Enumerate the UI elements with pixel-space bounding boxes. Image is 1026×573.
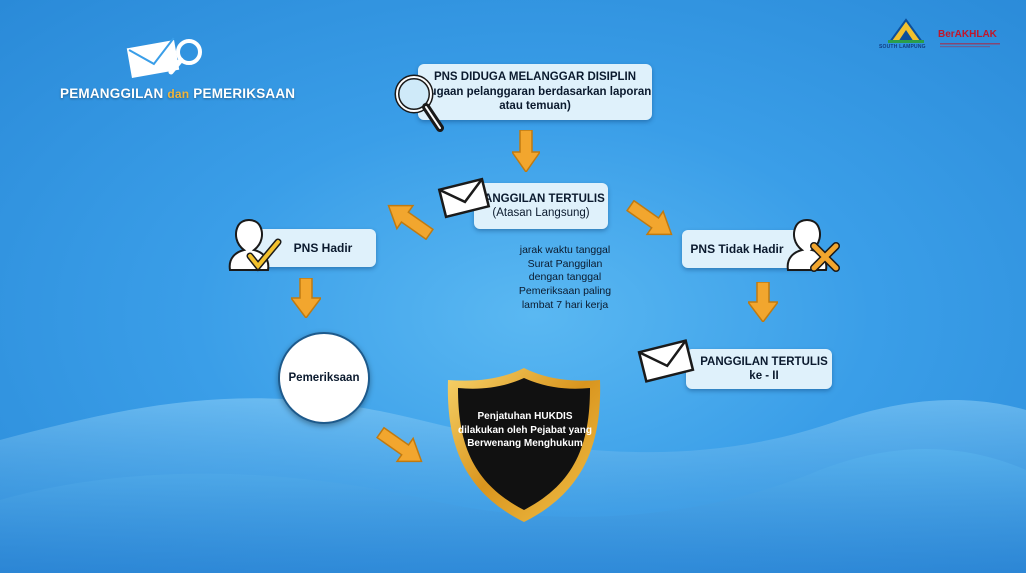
arrow-down-2: [291, 278, 321, 318]
person-check-icon: [228, 219, 282, 272]
time-limit-note: jarak waktu tanggal Surat Panggilan deng…: [518, 244, 612, 311]
node-disciplinary-verdict: Penjatuhan HUKDIS dilakukan oleh Pejabat…: [458, 411, 592, 449]
arrow-down-1: [512, 130, 540, 172]
node-second-summons: PANGGILAN TERTULIS ke - II: [686, 349, 832, 389]
berakhlak-tagline: [940, 43, 1000, 48]
person-cross-icon: [786, 219, 840, 272]
magnifier-icon: [394, 74, 444, 132]
node-written-summons: PANGGILAN TERTULIS (Atasan Langsung): [474, 183, 608, 229]
shield-icon: [447, 368, 601, 522]
envelope-icon-2: [637, 339, 695, 383]
arrow-down-3: [748, 282, 778, 322]
south-lampung-logo: [888, 18, 924, 43]
node-suspected-violation: PNS DIDUGA MELANGGAR DISIPLIN (dugaan pe…: [418, 64, 652, 120]
berakhlak-logo: BerAKHLAK: [938, 29, 997, 40]
arrow-down-left: [387, 204, 434, 240]
envelope-search-icon: [126, 37, 202, 78]
node-examination: Pemeriksaan: [278, 332, 370, 424]
logo-caption: SOUTH LAMPUNG: [879, 44, 926, 50]
envelope-icon: [437, 177, 491, 219]
arrow-to-verdict: [376, 426, 423, 463]
arrow-down-right: [626, 200, 673, 236]
page-title: PEMANGGILAN dan PEMERIKSAAN: [60, 86, 296, 101]
